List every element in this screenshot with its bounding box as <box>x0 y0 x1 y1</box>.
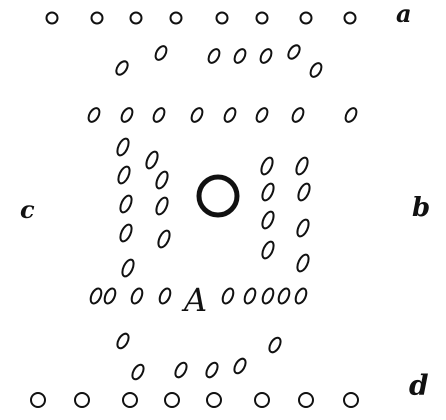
particle-upper-band <box>287 44 301 60</box>
particle-top-row <box>255 11 269 25</box>
particle-bottom-row <box>343 392 359 408</box>
particle-lower-row <box>103 287 117 305</box>
corner-label-d: d <box>409 369 429 402</box>
particle-right-outer <box>296 218 310 238</box>
particle-lower-row <box>221 287 235 305</box>
particle-lower-band <box>205 361 219 379</box>
particle-right-inner <box>261 210 275 230</box>
side-label-b: b <box>412 193 431 223</box>
corner-label-a: a <box>396 0 412 28</box>
particle-middle-row <box>87 107 101 123</box>
particle-upper-band <box>233 48 247 64</box>
particle-lower-band <box>268 336 282 354</box>
particle-left-inner <box>145 150 159 170</box>
particle-left-outer <box>117 165 131 185</box>
particle-upper-band <box>115 60 129 76</box>
particle-lower-row <box>294 287 308 305</box>
particle-bottom-row <box>254 392 270 408</box>
particle-lower-band <box>233 357 247 375</box>
particle-right-inner <box>261 240 275 260</box>
particle-bottom-row <box>74 392 90 408</box>
particle-bottom-row <box>30 392 46 408</box>
particle-middle-row <box>344 107 358 123</box>
particle-top-row <box>299 11 313 25</box>
particle-top-row <box>215 11 229 25</box>
particle-bottom-row <box>164 392 180 408</box>
particle-lower-row <box>261 287 275 305</box>
particle-top-row <box>129 11 143 25</box>
particle-upper-band <box>259 48 273 64</box>
particle-middle-row <box>152 107 166 123</box>
particle-bottom-row <box>206 392 222 408</box>
particle-upper-band <box>207 48 221 64</box>
particle-lower-band <box>174 361 188 379</box>
particle-lower-row <box>130 287 144 305</box>
particle-bottom-row <box>122 392 138 408</box>
particle-top-row <box>45 11 59 25</box>
particle-middle-row <box>190 107 204 123</box>
particle-top-row <box>90 11 104 25</box>
particle-middle-row <box>291 107 305 123</box>
central-body <box>196 174 240 218</box>
particle-left-inner <box>155 196 169 216</box>
particle-lower-band <box>131 363 145 381</box>
particle-right-inner <box>261 182 275 202</box>
particle-upper-band <box>309 62 323 78</box>
particle-middle-row <box>255 107 269 123</box>
particle-lower-row <box>158 287 172 305</box>
center-label-A: A <box>184 281 208 319</box>
particle-left-outer <box>119 223 133 243</box>
particle-top-row <box>169 11 183 25</box>
particle-right-inner <box>260 156 274 176</box>
particle-middle-row <box>120 107 134 123</box>
particle-left-outer <box>121 258 135 278</box>
particle-lower-band <box>116 332 130 350</box>
particle-lower-row <box>89 287 103 305</box>
particle-middle-row <box>223 107 237 123</box>
particle-lower-row <box>243 287 257 305</box>
particle-right-outer <box>295 156 309 176</box>
side-label-c: c <box>20 195 35 224</box>
particle-right-outer <box>297 182 311 202</box>
particle-left-outer <box>116 137 130 157</box>
particle-top-row <box>343 11 357 25</box>
particle-upper-band <box>154 45 168 61</box>
particle-left-inner <box>155 170 169 190</box>
particle-lower-row <box>277 287 291 305</box>
particle-bottom-row <box>298 392 314 408</box>
particle-left-outer <box>119 194 133 214</box>
particle-right-outer <box>296 253 310 273</box>
particle-left-inner <box>157 229 171 249</box>
